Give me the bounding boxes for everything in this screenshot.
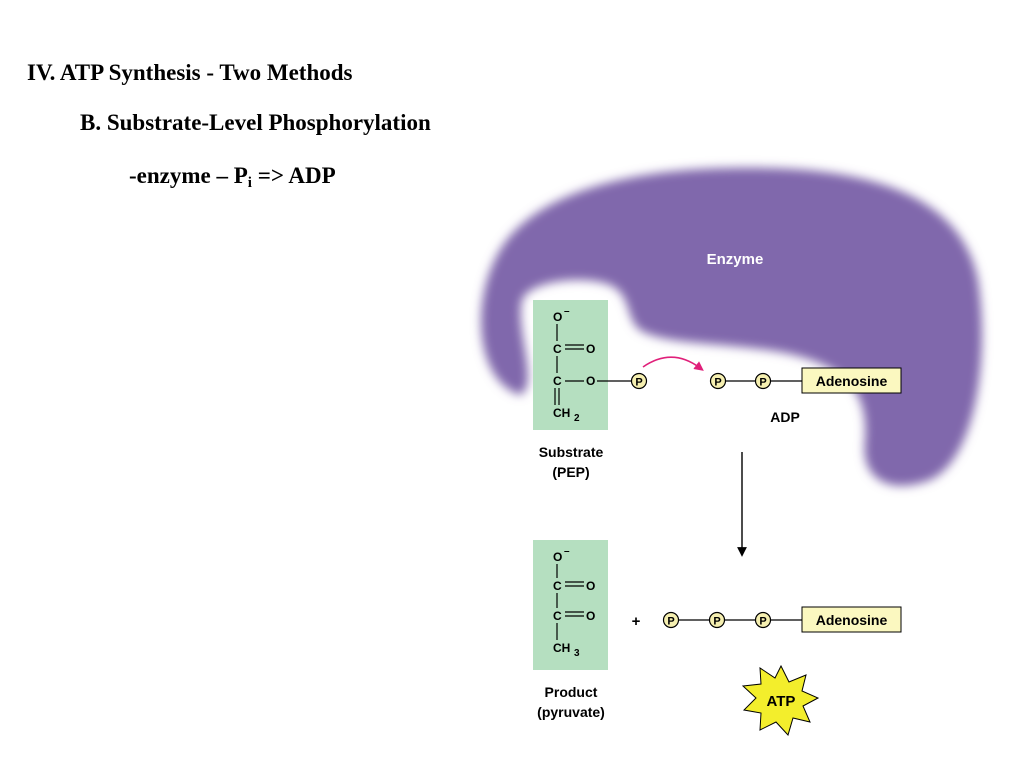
atom-c: C [553, 609, 562, 623]
plus-sign: + [632, 613, 641, 630]
charge-minus: – [564, 546, 570, 557]
adp-label: ADP [770, 409, 800, 425]
phosphate-circle [708, 611, 726, 629]
bullet-prefix: -enzyme – P [129, 163, 248, 188]
atom-ch: CH [553, 406, 570, 420]
phosphate-circle [709, 372, 727, 390]
enzyme-shape [481, 167, 982, 486]
bullet-text: -enzyme – Pi => ADP [129, 163, 336, 192]
product-molecule: O – C O C O CH 3 [533, 540, 608, 670]
atp-badge: ATP [767, 693, 796, 710]
atom-o: O [553, 310, 562, 324]
product-label: Product [545, 684, 598, 700]
adenosine-box [801, 367, 902, 394]
subscript: 2 [574, 413, 580, 424]
adenosine-label: Adenosine [816, 612, 888, 628]
atom-c: C [553, 579, 562, 593]
substrate-label: Substrate [539, 444, 604, 460]
phosphate-transfer-arrow [642, 356, 704, 371]
atom-o: O [586, 374, 595, 388]
bullet-suffix: => ADP [251, 163, 336, 188]
adenosine-box [801, 606, 902, 633]
slide-subtitle: B. Substrate-Level Phosphorylation [80, 110, 431, 135]
phosphate-label: P [635, 377, 642, 389]
phosphate-label: P [713, 616, 720, 628]
enzyme-label: Enzyme [707, 251, 764, 268]
slide-title: IV. ATP Synthesis - Two Methods [27, 60, 353, 85]
phosphate-label: P [759, 616, 766, 628]
phosphate-circle [754, 611, 772, 629]
phosphate-label: P [714, 377, 721, 389]
product-box [533, 540, 608, 670]
substrate-molecule: O – C O C O CH 2 P [533, 300, 648, 430]
atom-ch: CH [553, 641, 570, 655]
atom-o: O [586, 609, 595, 623]
phosphate-circle [662, 611, 680, 629]
atom-o: O [553, 550, 562, 564]
phosphate-circle [630, 372, 648, 390]
atp-burst-icon [741, 664, 820, 736]
atp-molecule: P P P Adenosine [662, 606, 902, 633]
product-sublabel: (pyruvate) [537, 704, 605, 720]
atom-c: C [553, 374, 562, 388]
subscript: 3 [574, 648, 580, 659]
substrate-box [533, 300, 608, 430]
substrate-sublabel: (PEP) [552, 464, 589, 480]
atom-o: O [586, 579, 595, 593]
bullet-subscript: i [247, 175, 252, 191]
phosphate-label: P [759, 377, 766, 389]
adenosine-label: Adenosine [816, 373, 888, 389]
atom-o: O [586, 342, 595, 356]
adp-molecule: P P Adenosine [709, 367, 902, 394]
charge-minus: – [564, 306, 570, 317]
phosphate-label: P [667, 616, 674, 628]
atom-c: C [553, 342, 562, 356]
phosphate-circle [754, 372, 772, 390]
